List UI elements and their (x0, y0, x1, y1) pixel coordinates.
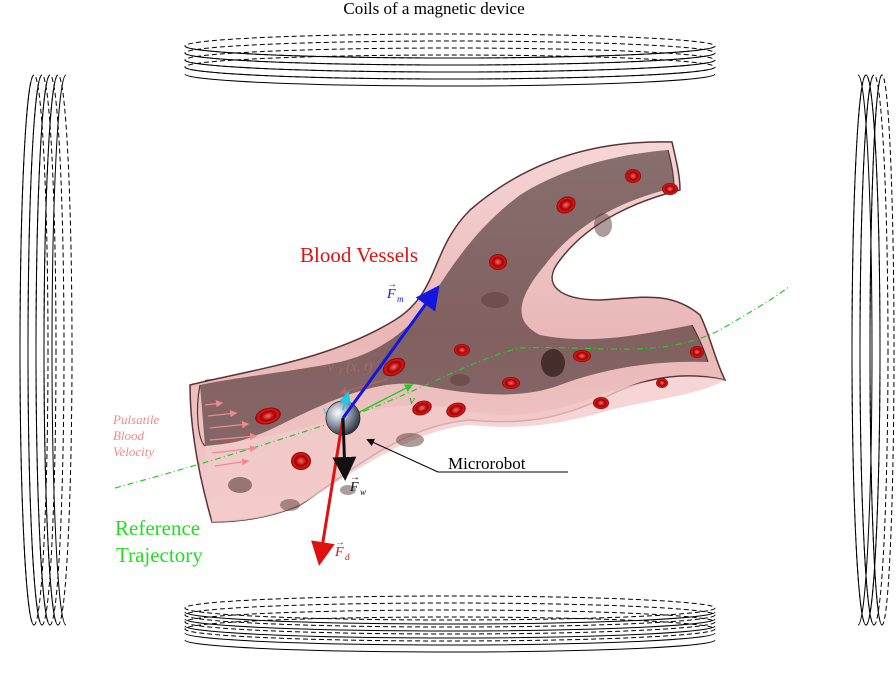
magnetic-force-label: F m → (386, 279, 404, 304)
drag-force-label: F d → (334, 537, 350, 562)
svg-text:−v: −v (318, 360, 334, 375)
red-cell (625, 169, 641, 183)
fluid-velocity-label: −v f (x, t) (318, 360, 373, 377)
svg-text:→: → (335, 537, 345, 548)
reference-trajectory-label-1: Reference (115, 516, 200, 540)
red-cell (502, 377, 520, 389)
top-coil (185, 34, 715, 86)
red-cell (593, 397, 609, 409)
reference-trajectory-label-2: Trajectory (116, 543, 203, 567)
robot-velocity-label: v (409, 392, 415, 407)
red-cell (690, 346, 704, 358)
red-cell (489, 254, 507, 270)
svg-text:(x, t): (x, t) (346, 360, 373, 375)
svg-text:→: → (387, 279, 397, 290)
svg-text:v: v (323, 403, 329, 417)
red-cell (291, 452, 311, 470)
red-cell (656, 378, 668, 388)
red-cell (573, 350, 591, 362)
svg-text:m: m (397, 294, 404, 304)
svg-text:w: w (360, 487, 366, 497)
pulsatile-label-2: Blood (113, 428, 145, 443)
microrobot-label: Microrobot (448, 454, 526, 473)
right-coil (852, 75, 894, 625)
pulsatile-label-3: Velocity (113, 444, 154, 459)
red-cell (662, 183, 678, 195)
robot-velocity-small-label: v (323, 403, 329, 417)
diagram-title: Coils of a magnetic device (343, 0, 524, 18)
red-cell (454, 344, 470, 356)
weight-force-arrow (343, 418, 345, 475)
pulsatile-label-1: Pulsatile (112, 412, 159, 427)
svg-text:d: d (345, 552, 350, 562)
left-coil (20, 75, 72, 625)
bottom-coil (185, 596, 715, 652)
blood-vessels-label: Blood Vessels (300, 243, 418, 267)
svg-text:v: v (409, 392, 415, 407)
svg-text:→: → (350, 472, 360, 483)
weight-force-label: F w → (349, 472, 366, 497)
